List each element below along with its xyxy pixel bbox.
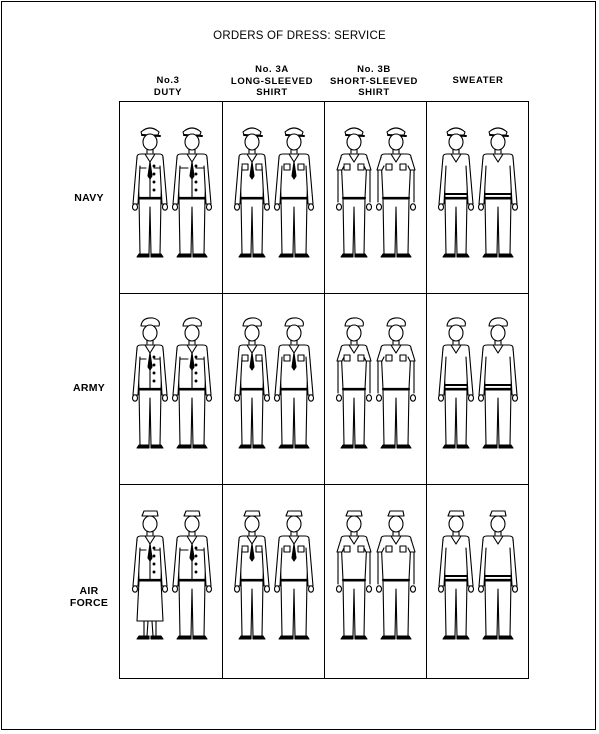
uniform-illustration-army-sweater xyxy=(426,293,528,483)
uniform-illustration-air-force-no3a-long-sleeved-shirt xyxy=(222,484,324,674)
column-header-line: SHIRT xyxy=(358,87,390,98)
uniform-illustration-air-force-no3b-short-sleeved-shirt xyxy=(324,484,426,674)
row-header-air-force: AIR FORCE xyxy=(60,585,118,609)
column-header-line: LONG-SLEEVED xyxy=(230,75,314,87)
grid-divider xyxy=(324,102,325,678)
uniform-illustration-army-no3-duty xyxy=(120,293,222,483)
column-header-sweater: SWEATER xyxy=(426,75,530,87)
row-header-army: ARMY xyxy=(60,382,118,394)
uniform-figures xyxy=(233,317,315,449)
column-header-line: SWEATER xyxy=(452,75,504,86)
grid-divider xyxy=(426,102,427,678)
row-header-line: FORCE xyxy=(69,597,109,609)
uniform-illustration-navy-no3-duty xyxy=(120,102,222,292)
column-header-line: No. 3A xyxy=(255,64,289,75)
uniform-figures xyxy=(335,317,417,449)
uniform-figures xyxy=(437,127,519,258)
column-header-no3a-long-sleeved-shirt: No. 3A LONG-SLEEVED SHIRT xyxy=(220,64,324,99)
uniform-figures xyxy=(233,510,315,640)
uniform-illustration-air-force-no3-duty xyxy=(120,484,222,674)
column-header-no3-duty: No.3 DUTY xyxy=(116,75,220,98)
row-header-line: AIR xyxy=(79,585,99,597)
page-title: ORDERS OF DRESS: SERVICE xyxy=(213,30,386,42)
grid-divider xyxy=(222,102,223,678)
row-header-navy: NAVY xyxy=(60,192,118,204)
column-header-line: No.3 xyxy=(156,75,180,86)
uniform-figures xyxy=(233,127,315,258)
row-header-line: NAVY xyxy=(74,192,104,204)
column-header-line: SHIRT xyxy=(256,87,288,98)
uniform-figures xyxy=(131,317,213,449)
uniform-figures xyxy=(335,127,417,258)
grid-divider xyxy=(120,293,528,294)
uniform-grid xyxy=(119,101,529,679)
uniform-figures xyxy=(437,317,519,449)
uniform-figures xyxy=(335,510,417,640)
uniform-illustration-army-no3b-short-sleeved-shirt xyxy=(324,293,426,483)
uniform-illustration-navy-no3b-short-sleeved-shirt xyxy=(324,102,426,292)
uniform-illustration-navy-no3a-long-sleeved-shirt xyxy=(222,102,324,292)
uniform-figures xyxy=(131,510,213,640)
row-header-line: ARMY xyxy=(72,382,106,394)
grid-divider xyxy=(120,484,528,485)
column-header-line: SHORT-SLEEVED xyxy=(329,75,419,87)
column-header-line: DUTY xyxy=(153,86,183,98)
uniform-illustration-navy-sweater xyxy=(426,102,528,292)
column-header-no3b-short-sleeved-shirt: No. 3B SHORT-SLEEVED SHIRT xyxy=(322,64,426,99)
uniform-illustration-air-force-sweater xyxy=(426,484,528,674)
uniform-figures xyxy=(131,127,213,258)
column-header-line: No. 3B xyxy=(357,64,391,75)
uniform-figures xyxy=(437,510,519,640)
uniform-illustration-army-no3a-long-sleeved-shirt xyxy=(222,293,324,483)
